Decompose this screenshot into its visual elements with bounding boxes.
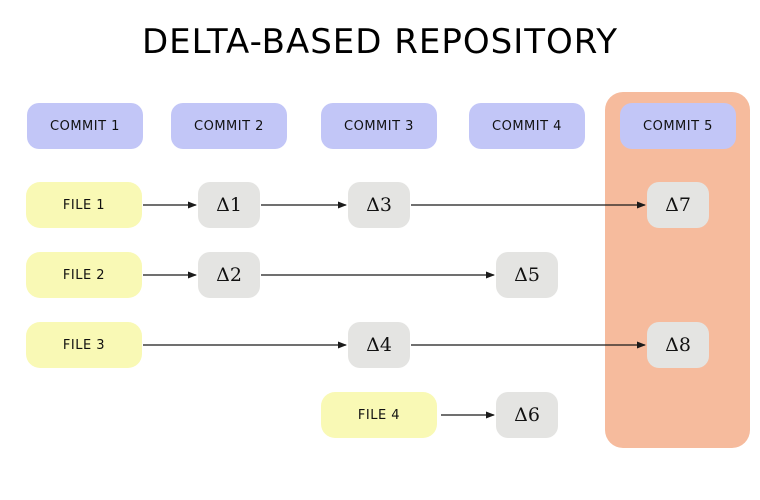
file-1-node: FILE 1 — [26, 182, 142, 228]
diagram-title: DELTA-BASED REPOSITORY — [142, 22, 618, 62]
file-2-node: FILE 2 — [26, 252, 142, 298]
commit-5-highlight — [605, 92, 750, 448]
delta-4-node: Δ4 — [348, 322, 410, 368]
delta-3-node: Δ3 — [348, 182, 410, 228]
file-3-node: FILE 3 — [26, 322, 142, 368]
file-4-node: FILE 4 — [321, 392, 437, 438]
commit-3-node: COMMIT 3 — [321, 103, 437, 149]
commit-4-node: COMMIT 4 — [469, 103, 585, 149]
delta-7-node: Δ7 — [647, 182, 709, 228]
delta-5-node: Δ5 — [496, 252, 558, 298]
delta-1-node: Δ1 — [198, 182, 260, 228]
delta-6-node: Δ6 — [496, 392, 558, 438]
delta-8-node: Δ8 — [647, 322, 709, 368]
commit-2-node: COMMIT 2 — [171, 103, 287, 149]
delta-2-node: Δ2 — [198, 252, 260, 298]
commit-5-node: COMMIT 5 — [620, 103, 736, 149]
commit-1-node: COMMIT 1 — [27, 103, 143, 149]
